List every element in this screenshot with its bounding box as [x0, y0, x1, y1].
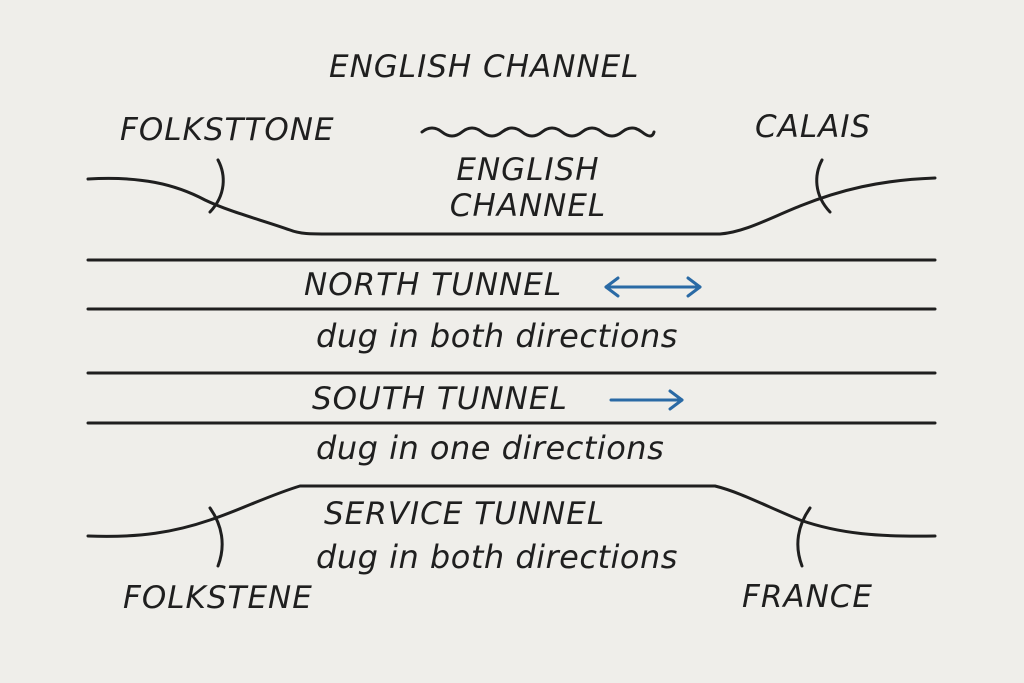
top-coastline: [86, 176, 937, 236]
south-tunnel-note: dug in one directions: [316, 429, 665, 467]
bottom-right-tick: [796, 506, 812, 568]
bottom-left-town-label: FOLKSTENE: [123, 580, 313, 616]
north-tunnel-arrow-icon: [604, 276, 702, 298]
service-tunnel-label: SERVICE TUNNEL: [324, 496, 606, 532]
top-right-tick: [815, 158, 832, 214]
bottom-right-town-label: FRANCE: [742, 579, 873, 615]
top-right-town-label: CALAIS: [755, 109, 872, 145]
top-left-tick: [208, 158, 225, 214]
bottom-left-tick: [208, 506, 224, 568]
sea-wave: [420, 126, 656, 138]
south-tunnel-label: SOUTH TUNNEL: [312, 381, 568, 417]
bottom-coastline: [86, 484, 937, 538]
channel-label: ENGLISH CHANNEL: [438, 152, 618, 224]
channel-label-line1: ENGLISH: [456, 152, 600, 188]
channel-label-line2: CHANNEL: [449, 187, 607, 224]
diagram-title: ENGLISH CHANNEL: [329, 49, 640, 85]
north-tunnel-label: NORTH TUNNEL: [304, 267, 563, 303]
top-left-town-label: FOLKSTTONE: [120, 112, 335, 148]
south-tunnel-arrow-icon: [609, 389, 684, 411]
north-tunnel-note: dug in both directions: [316, 317, 678, 355]
service-tunnel-note: dug in both directions: [316, 538, 678, 576]
